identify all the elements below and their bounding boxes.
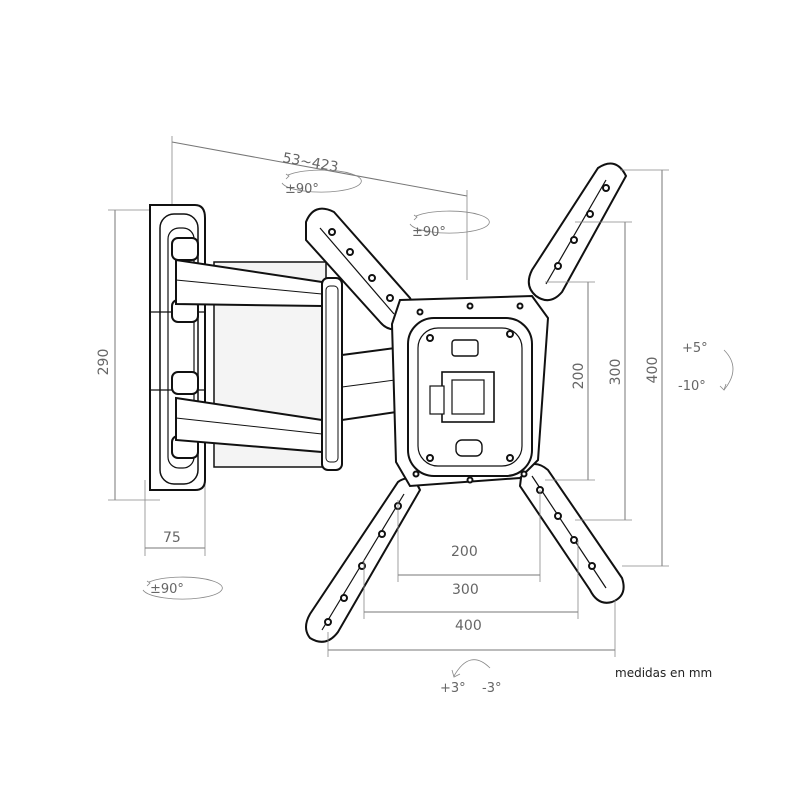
tilt-indicator: +5° -10° — [678, 341, 734, 394]
vesa-v-300-label: 300 — [608, 359, 624, 386]
wall-height-label: 290 — [96, 349, 112, 376]
level-indicator: +3° -3° — [440, 659, 501, 696]
swivel-arm-indicator: ±90° — [281, 169, 362, 197]
vesa-vertical-dimensions: 200 300 400 — [545, 169, 669, 567]
tilt-down-label: -10° — [678, 379, 706, 394]
arm-extension-label: 53~423 — [281, 150, 339, 176]
vesa-h-400-label: 400 — [455, 618, 482, 634]
wall-height-dimension: 290 — [96, 209, 160, 501]
rail-bottom-right — [518, 463, 625, 604]
vesa-h-300-label: 300 — [452, 582, 479, 598]
wall-plate — [149, 204, 206, 491]
wall-width-label: 75 — [163, 530, 181, 546]
units-note: medidas en mm — [615, 666, 712, 680]
swivel-head-label: ±90° — [412, 225, 446, 240]
level-minus-label: -3° — [482, 681, 501, 696]
vesa-v-400-label: 400 — [645, 357, 661, 384]
swivel-wall-indicator: ±90° — [142, 576, 223, 600]
vesa-plate — [305, 162, 628, 643]
swivel-head-indicator: ±90° — [409, 210, 490, 240]
rail-top-right — [527, 162, 628, 302]
vesa-horizontal-dimensions: 200 300 400 — [327, 490, 616, 657]
vesa-v-200-label: 200 — [571, 363, 587, 390]
swivel-wall-label: ±90° — [150, 582, 184, 597]
vesa-h-200-label: 200 — [451, 544, 478, 560]
articulating-arms — [175, 258, 411, 471]
tilt-up-label: +5° — [682, 341, 708, 356]
rail-bottom-left — [305, 477, 422, 643]
swivel-arm-label: ±90° — [285, 182, 319, 197]
level-plus-label: +3° — [440, 681, 466, 696]
wall-width-dimension: 75 — [144, 480, 206, 556]
